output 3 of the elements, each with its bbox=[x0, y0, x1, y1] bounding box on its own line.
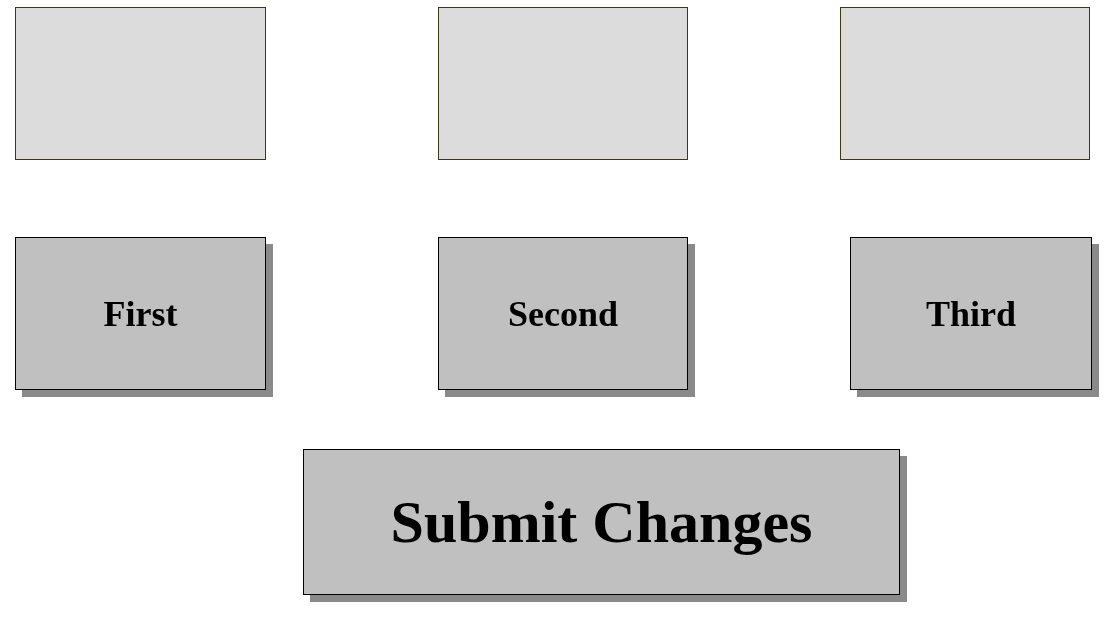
placeholder-box bbox=[840, 7, 1090, 160]
placeholder-box bbox=[438, 7, 688, 160]
placeholder-box bbox=[15, 7, 266, 160]
